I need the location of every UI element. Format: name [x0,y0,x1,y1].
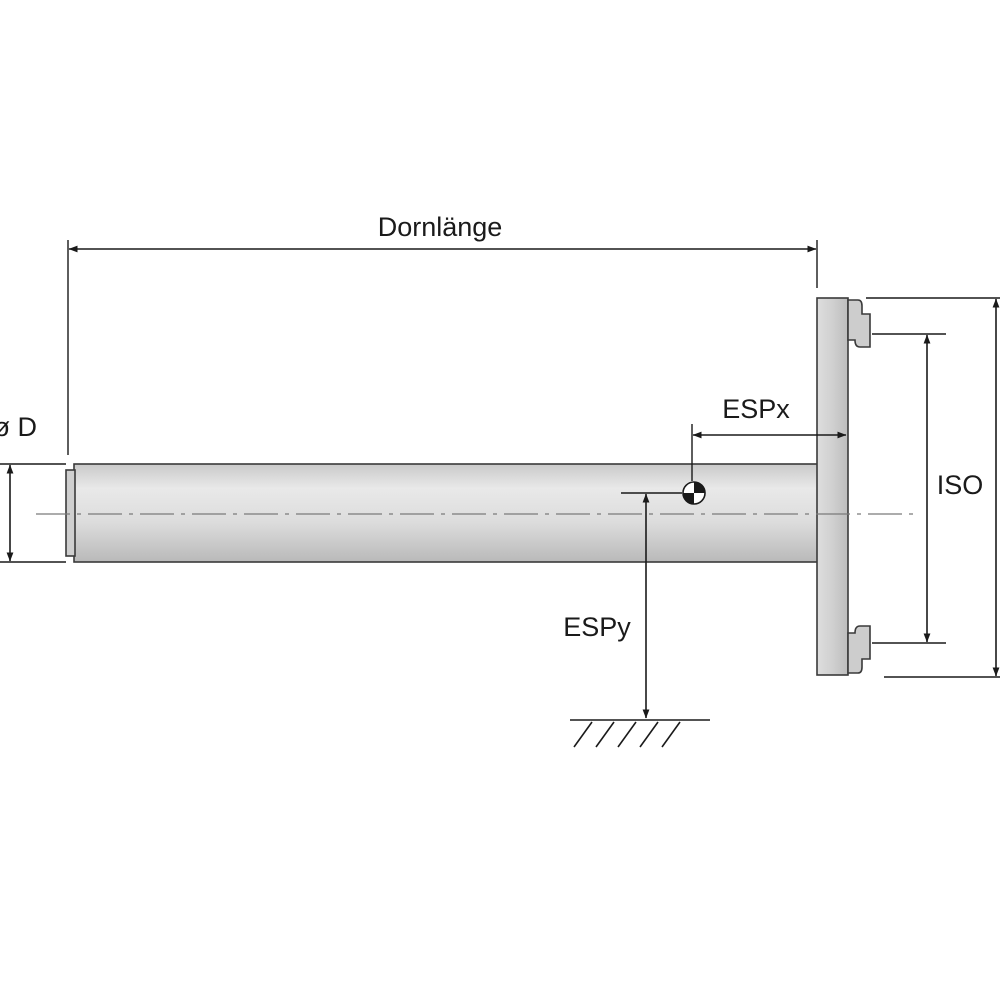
flange-lug-top [847,299,871,348]
espx-dimension: ESPx [691,394,847,481]
flange-lug-bottom [847,625,871,674]
flange-plate [816,297,849,676]
diameter-label: ø D [0,412,37,442]
mandrel-shaft [65,463,819,563]
diameter-dimension: ø D [0,412,66,563]
ground-reference-icon [570,719,710,748]
center-of-gravity-icon [682,481,706,505]
espy-label: ESPy [563,612,631,642]
espy-dimension: ESPy [563,492,682,719]
shaft-chamfer-tip [65,469,76,557]
iso-dimension: ISO [872,333,984,644]
mandrel-length-dimension: Dornlänge [67,212,818,455]
mandrel-length-label: Dornlänge [378,212,503,242]
shaft-body [73,463,819,563]
flange-height-dimension [866,297,1000,678]
flange [816,297,871,676]
espx-label: ESPx [722,394,790,424]
iso-label: ISO [937,470,984,500]
